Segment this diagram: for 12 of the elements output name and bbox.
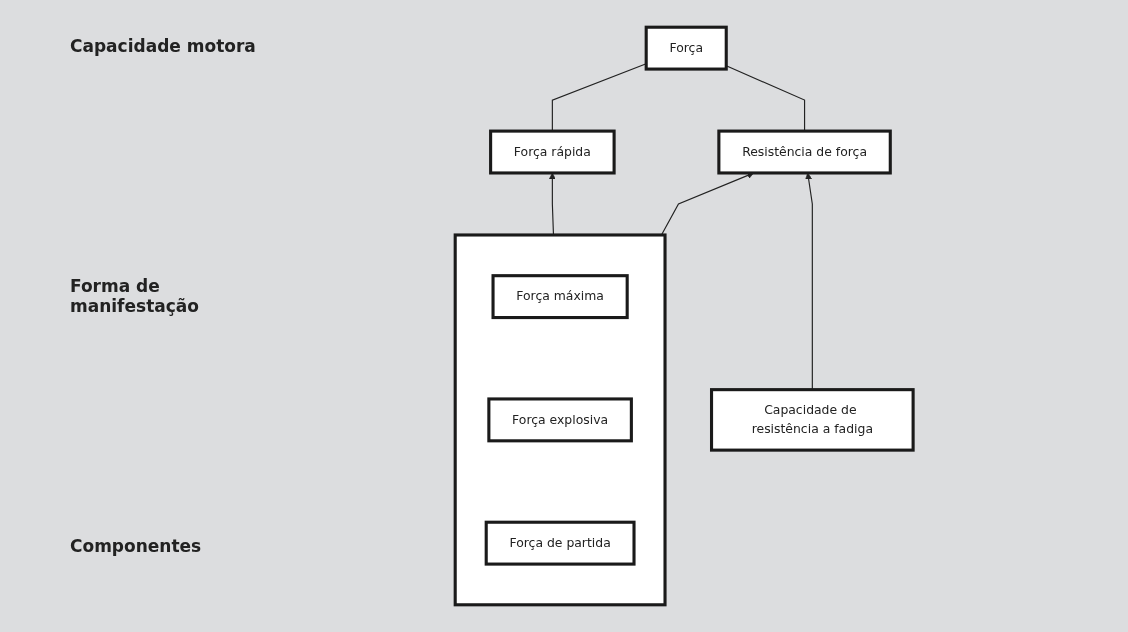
node-box: Resistência de força — [717, 129, 892, 175]
node-box: Capacidade de resistência a fadiga — [709, 388, 915, 452]
node-box: Força rápida — [488, 129, 616, 175]
node-box: Força de partida — [484, 520, 636, 566]
node-box: Força máxima — [491, 274, 629, 320]
arrow — [660, 172, 754, 236]
row-label: Capacidade motora — [70, 36, 257, 56]
cluster — [453, 233, 667, 607]
row-label: Forma de manifestação — [70, 276, 200, 316]
row-label: Componentes — [70, 536, 203, 556]
node-box: Força explosiva — [487, 397, 633, 443]
node-box: Força — [644, 25, 728, 71]
